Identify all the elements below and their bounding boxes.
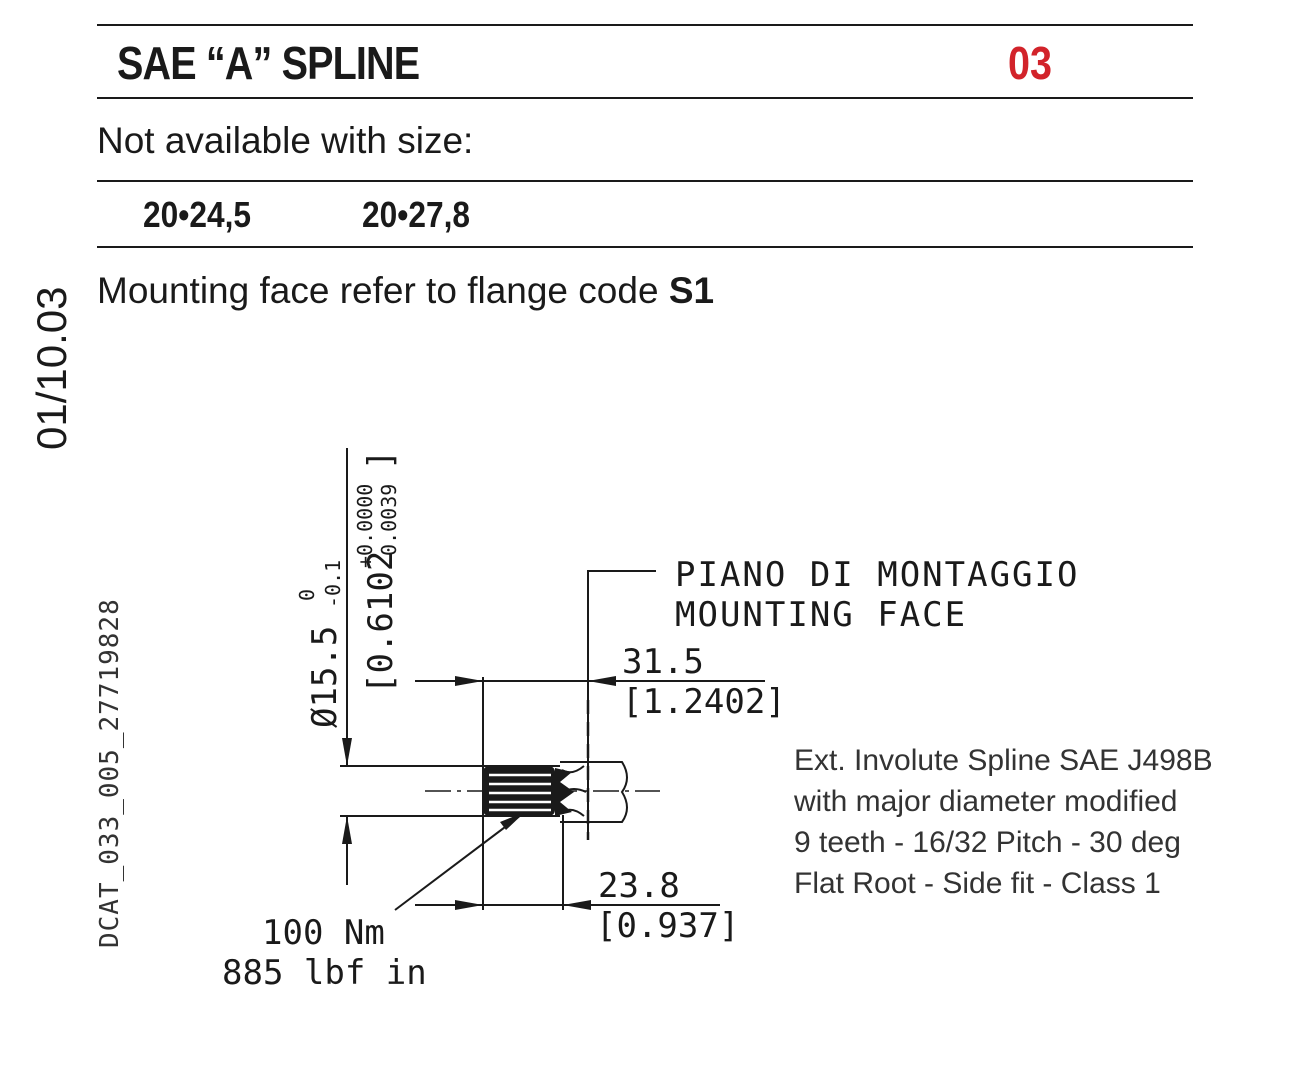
dim-23-8-mm: 23.8 <box>598 866 680 906</box>
spec-line-1: Ext. Involute Spline SAE J498B <box>794 744 1213 777</box>
top-rule <box>97 24 1193 26</box>
excluded-size-1: 20•24,5 <box>143 194 251 235</box>
arrow-torque <box>500 812 525 830</box>
arrow-diameter-top <box>342 738 352 766</box>
excluded-size-2: 20•27,8 <box>362 194 470 235</box>
diameter-tol-lower: -0.1 <box>321 560 345 608</box>
mounting-text: Mounting face refer to flange code <box>97 270 669 311</box>
dim-23-8-in: [0.937] <box>596 906 739 946</box>
sizes-bottom-rule <box>97 246 1193 248</box>
arrow-31-5-right <box>588 676 616 686</box>
diameter-inch: [0.6102 <box>361 551 401 694</box>
diameter-tol-upper: 0 <box>295 589 319 601</box>
option-code: 03 <box>1008 37 1053 89</box>
arrow-23-8-right <box>563 900 591 910</box>
spec-line-3: 9 teeth - 16/32 Pitch - 30 deg <box>794 826 1181 859</box>
dim-31-5-in: [1.2402] <box>622 682 786 722</box>
torque-nm: 100 Nm <box>262 913 385 953</box>
spec-line-2: with major diameter modified <box>794 785 1178 818</box>
mounting-face-label-it: PIANO DI MONTAGGIO <box>675 555 1079 595</box>
not-available-label: Not available with size: <box>97 120 474 161</box>
title-rule <box>97 97 1193 99</box>
mounting-face-label-en: MOUNTING FACE <box>675 595 967 635</box>
page-title: SAE “A” SPLINE <box>117 37 420 89</box>
diameter-inch-tol-lower: -0.0039 <box>377 484 401 568</box>
flange-code: S1 <box>668 270 715 311</box>
arrow-diameter-bottom <box>342 816 352 844</box>
arrow-31-5-left <box>455 676 483 686</box>
spec-line-4: Flat Root - Side fit - Class 1 <box>794 867 1161 900</box>
sizes-top-rule <box>97 180 1193 182</box>
dim-31-5-mm: 31.5 <box>622 642 704 682</box>
spline-section <box>483 766 574 816</box>
diameter-inch-tol-upper: +0.0000 <box>353 484 377 568</box>
mounting-face-note: Mounting face refer to flange code S1 <box>97 270 714 312</box>
arrow-23-8-left <box>455 900 483 910</box>
torque-leader <box>394 811 526 911</box>
shaft-body <box>560 761 628 823</box>
spline-specification: Ext. Involute Spline SAE J498B with majo… <box>794 740 1213 904</box>
diameter-inch-close: ] <box>361 450 401 470</box>
diameter-dimension: Ø15.5 <box>305 626 345 728</box>
torque-lbf-in: 885 lbf in <box>222 953 427 993</box>
